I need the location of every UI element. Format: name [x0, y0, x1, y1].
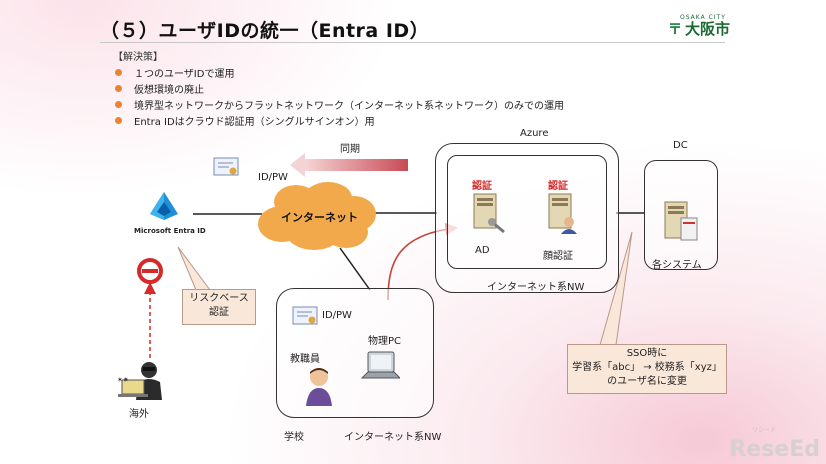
staff-label: 教職員 — [290, 354, 320, 365]
idpw-label-top: ID/PW — [258, 172, 288, 183]
certificate-icon — [213, 157, 239, 177]
ad-label: AD — [475, 245, 490, 256]
sso-callout: SSO時に 学習系「abc」 → 校務系「xyz」 のユーザ名に変更 — [567, 344, 727, 394]
entra-label: Microsoft Entra ID — [134, 227, 206, 235]
teacher-icon — [304, 366, 334, 406]
logo-name: 大阪市 — [685, 20, 731, 38]
entra-id-icon — [148, 190, 180, 222]
list-item: Entra IDはクラウド認証用（シングルサインオン）用 — [115, 112, 564, 128]
prohibited-icon — [136, 257, 164, 285]
school-nw-label: インターネット系NW — [344, 432, 442, 443]
hacker-icon: ✶✷ — [116, 360, 166, 400]
page-title: （５）ユーザIDの統一（Entra ID） — [100, 20, 430, 42]
laptop-icon — [360, 348, 402, 384]
logo-subtitle: OSAKA CITY — [680, 14, 726, 21]
city-emblem-icon: 〒 — [668, 21, 682, 38]
bullet-text: 境界型ネットワークからフラットネットワーク（インターネット系ネットワーク）のみで… — [134, 100, 564, 112]
certificate-icon — [292, 306, 318, 326]
link-internet-school — [339, 247, 371, 291]
bullet-icon — [115, 68, 122, 76]
school-idpw-label: ID/PW — [322, 310, 352, 321]
svg-text:✶✷: ✶✷ — [117, 376, 129, 384]
callout-line: のユーザ名に変更 — [607, 376, 687, 387]
risk-based-auth-callout: リスクベース 認証 — [182, 289, 256, 325]
risk-callout-pointer — [177, 246, 211, 291]
auth-label-ad: 認証 — [472, 181, 492, 192]
list-item: 仮想環境の廃止 — [115, 80, 564, 96]
sync-label: 同期 — [340, 144, 360, 155]
overseas-label: 海外 — [129, 409, 149, 420]
school-label: 学校 — [284, 432, 304, 443]
internet-label: インターネット — [281, 211, 358, 224]
systems-server-icon — [661, 200, 701, 244]
bullet-icon — [115, 116, 122, 124]
pc-label: 物理PC — [368, 336, 402, 347]
solution-list: １つのユーザIDで運用 仮想環境の廃止 境界型ネットワークからフラットネットワー… — [115, 64, 564, 128]
face-auth-label: 顔認証 — [543, 251, 573, 262]
title-divider — [100, 42, 725, 43]
callout-line: 学習系「abc」 → 校務系「xyz」 — [572, 362, 722, 373]
azure-label: Azure — [520, 128, 549, 139]
ad-server-icon — [470, 192, 506, 234]
osaka-city-logo: 〒 大阪市 — [668, 18, 730, 39]
watermark-sub: リシード — [751, 427, 776, 434]
bullet-icon — [115, 84, 122, 92]
callout-line: リスクベース — [189, 293, 249, 304]
callout-line: 認証 — [209, 307, 229, 318]
face-auth-server-icon — [545, 192, 579, 234]
sync-arrow — [290, 153, 408, 177]
azure-nw-label: インターネット系NW — [487, 282, 585, 293]
bullet-text: Entra IDはクラウド認証用（シングルサインオン）用 — [134, 116, 375, 128]
dc-label: DC — [673, 140, 688, 151]
bullet-text: １つのユーザIDで運用 — [134, 68, 235, 80]
list-item: １つのユーザIDで運用 — [115, 64, 564, 80]
internet-cloud — [256, 180, 378, 254]
auth-label-face: 認証 — [548, 181, 568, 192]
callout-line: SSO時に — [626, 348, 668, 359]
bullet-icon — [115, 100, 122, 108]
solution-header: 【解決策】 — [113, 52, 163, 63]
watermark-logo: ReseEd — [729, 437, 820, 462]
systems-label: 各システム — [652, 260, 702, 271]
list-item: 境界型ネットワークからフラットネットワーク（インターネット系ネットワーク）のみで… — [115, 96, 564, 112]
bullet-text: 仮想環境の廃止 — [134, 84, 204, 96]
